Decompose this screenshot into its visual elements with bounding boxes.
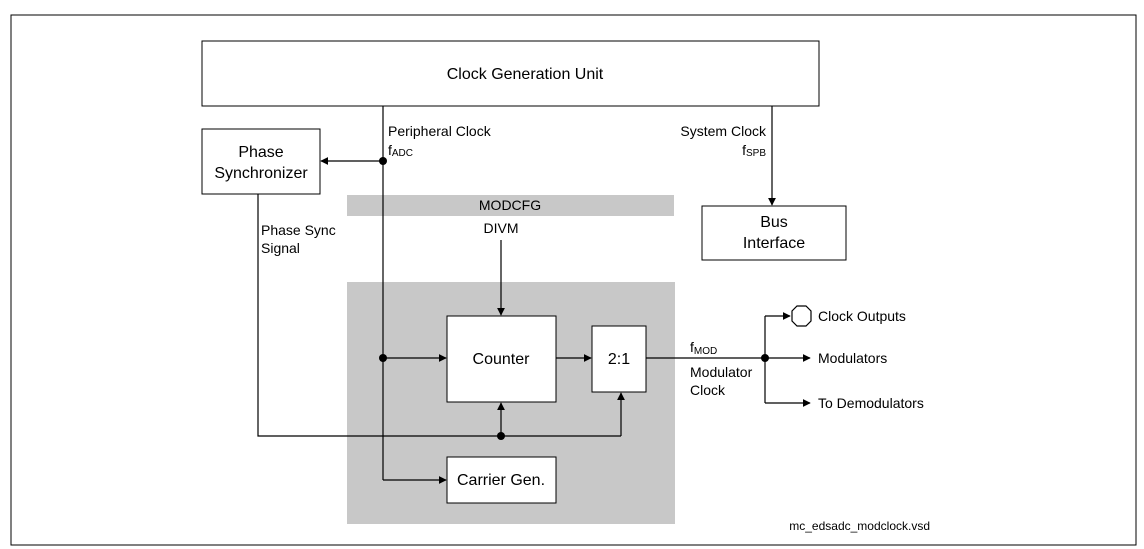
junctions — [379, 157, 769, 440]
peripheral-clock-label: Peripheral Clock — [388, 123, 492, 139]
bus-interface-block — [701, 205, 847, 261]
counter-block — [446, 315, 557, 403]
junction-sync-signal — [497, 432, 505, 440]
junction-output — [761, 354, 769, 362]
junction-counter — [379, 354, 387, 362]
phase-synchronizer-label-2: Synchronizer — [214, 165, 308, 182]
clock-outputs-label: Clock Outputs — [818, 308, 906, 324]
modcfg-bar — [347, 195, 674, 216]
bus-interface-label-2: Interface — [743, 235, 805, 252]
clock-generation-unit-label: Clock Generation Unit — [447, 66, 604, 83]
modcfg-label: MODCFG — [479, 197, 541, 213]
clock-output-pad-icon — [791, 305, 812, 327]
carrier-gen-block — [446, 456, 557, 504]
divm-label: DIVM — [484, 220, 519, 236]
modulator-clock-label-2: Clock — [690, 382, 726, 398]
counter-label: Counter — [473, 351, 531, 368]
mux-block — [591, 325, 647, 393]
demodulators-label: To Demodulators — [818, 395, 924, 411]
phase-sync-signal-label-1: Phase Sync — [261, 222, 336, 238]
fspb-label: fSPB — [742, 142, 766, 159]
filename-label: mc_edsadc_modclock.vsd — [789, 519, 930, 533]
bus-interface-label-1: Bus — [760, 214, 788, 231]
modulator-clock-label-1: Modulator — [690, 364, 753, 380]
phase-sync-signal-label-2: Signal — [261, 240, 300, 256]
junction-phase-sync — [379, 157, 387, 165]
fadc-label: fADC — [388, 142, 413, 159]
fmod-label: fMOD — [690, 339, 717, 357]
system-clock-label: System Clock — [680, 123, 767, 139]
outer-frame — [10, 14, 1137, 546]
carrier-gen-label: Carrier Gen. — [457, 472, 545, 489]
modulators-label: Modulators — [818, 350, 887, 366]
clock-generation-unit-block — [201, 40, 820, 107]
phase-synchronizer-block — [201, 128, 321, 195]
mux-label: 2:1 — [608, 351, 630, 368]
phase-synchronizer-label-1: Phase — [238, 144, 283, 161]
